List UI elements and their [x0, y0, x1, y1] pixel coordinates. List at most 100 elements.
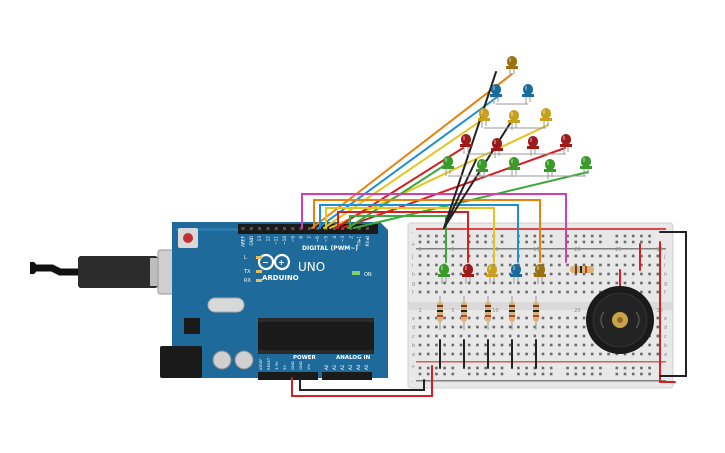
bb-hole	[607, 254, 610, 258]
bb-hole	[525, 281, 528, 285]
breadboard-led	[534, 264, 546, 284]
power-pin-label: 5V	[282, 365, 287, 370]
bb-hole	[648, 343, 651, 347]
analog-header	[322, 372, 372, 380]
bb-hole	[582, 352, 586, 356]
wires	[291, 71, 687, 397]
rail-hole	[418, 234, 422, 238]
bb-hole	[549, 352, 553, 356]
bb-hole	[459, 352, 463, 356]
rail-hole	[599, 240, 602, 244]
rail-hole	[640, 372, 643, 376]
bb-hole	[451, 281, 455, 285]
bb-hole	[533, 263, 537, 267]
bb-hole	[467, 325, 471, 329]
bb-hole	[574, 352, 578, 356]
bb-hole	[500, 281, 504, 285]
rail-hole	[582, 234, 586, 238]
rail-hole	[631, 372, 635, 376]
rail-hole	[599, 372, 602, 376]
bb-hole	[508, 254, 512, 258]
resistor	[533, 296, 539, 330]
bb-hole	[418, 334, 422, 338]
row-letter: b	[664, 343, 667, 349]
bb-hole	[426, 343, 430, 347]
bb-hole	[599, 281, 602, 285]
bb-hole	[541, 334, 545, 338]
bb-hole	[459, 263, 463, 267]
bb-hole	[492, 352, 496, 356]
bb-hole	[549, 263, 553, 267]
svg-text:−: −	[262, 258, 269, 267]
bb-hole	[426, 334, 430, 338]
bb-hole	[533, 281, 537, 285]
rail-hole	[467, 234, 471, 238]
column-number: 10	[492, 247, 498, 253]
wire-yellow-2	[329, 124, 549, 229]
on-led	[352, 271, 360, 275]
bb-hole	[476, 263, 479, 267]
tree-led	[476, 159, 488, 179]
bb-hole	[541, 290, 545, 294]
bb-hole	[525, 290, 528, 294]
bb-hole	[517, 316, 520, 320]
bb-hole	[582, 272, 586, 276]
row-letter: a	[412, 352, 415, 358]
tree-led	[527, 136, 539, 156]
bb-hole	[623, 352, 627, 356]
bb-hole	[599, 352, 602, 356]
bb-hole	[435, 281, 438, 285]
digital-pin-label: TX▸1	[357, 236, 362, 248]
rail-hole	[467, 372, 471, 376]
header-pin	[291, 227, 295, 230]
bb-hole	[648, 281, 651, 285]
bb-hole	[451, 254, 455, 258]
resistor	[461, 296, 467, 330]
bb-hole	[476, 343, 479, 347]
bb-hole	[418, 281, 422, 285]
bb-hole	[582, 325, 586, 329]
rail-hole	[517, 366, 520, 370]
tree-led	[506, 56, 518, 76]
bb-hole	[566, 263, 569, 267]
analog-pin-label: A2	[340, 364, 345, 370]
rail-hole	[500, 372, 504, 376]
wire-red-power	[291, 365, 433, 397]
bb-hole	[558, 281, 561, 285]
bb-hole	[582, 254, 586, 258]
tree-led	[580, 156, 592, 176]
bb-hole	[508, 290, 512, 294]
bb-hole	[631, 254, 635, 258]
bb-hole	[500, 254, 504, 258]
bb-hole	[541, 316, 545, 320]
bb-hole	[590, 254, 594, 258]
rail-hole	[484, 366, 487, 370]
bb-hole	[492, 281, 496, 285]
rail-hole	[541, 366, 545, 370]
digital-pin-label: 2	[348, 236, 353, 239]
bb-hole	[590, 263, 594, 267]
bb-hole	[566, 316, 569, 320]
bb-hole	[640, 272, 643, 276]
bb-hole	[623, 272, 627, 276]
power-pin-label: RESET	[266, 357, 271, 370]
bb-hole	[566, 290, 569, 294]
bb-hole	[656, 352, 660, 356]
row-letter: j	[411, 254, 413, 260]
bb-hole	[443, 281, 446, 285]
wire-yellow-bb	[325, 207, 495, 263]
brand-text: ARDUINO	[262, 274, 299, 282]
rail-hole	[476, 240, 479, 244]
bb-hole	[517, 343, 520, 347]
bb-hole	[435, 325, 438, 329]
bb-hole	[582, 316, 586, 320]
rail-minus-bottom: -	[411, 379, 413, 385]
wire-black-bb	[443, 71, 497, 229]
row-letter: h	[664, 272, 667, 278]
bb-hole	[443, 352, 446, 356]
rail-hole	[418, 240, 422, 244]
rail-hole	[443, 240, 446, 244]
bb-hole	[558, 316, 561, 320]
